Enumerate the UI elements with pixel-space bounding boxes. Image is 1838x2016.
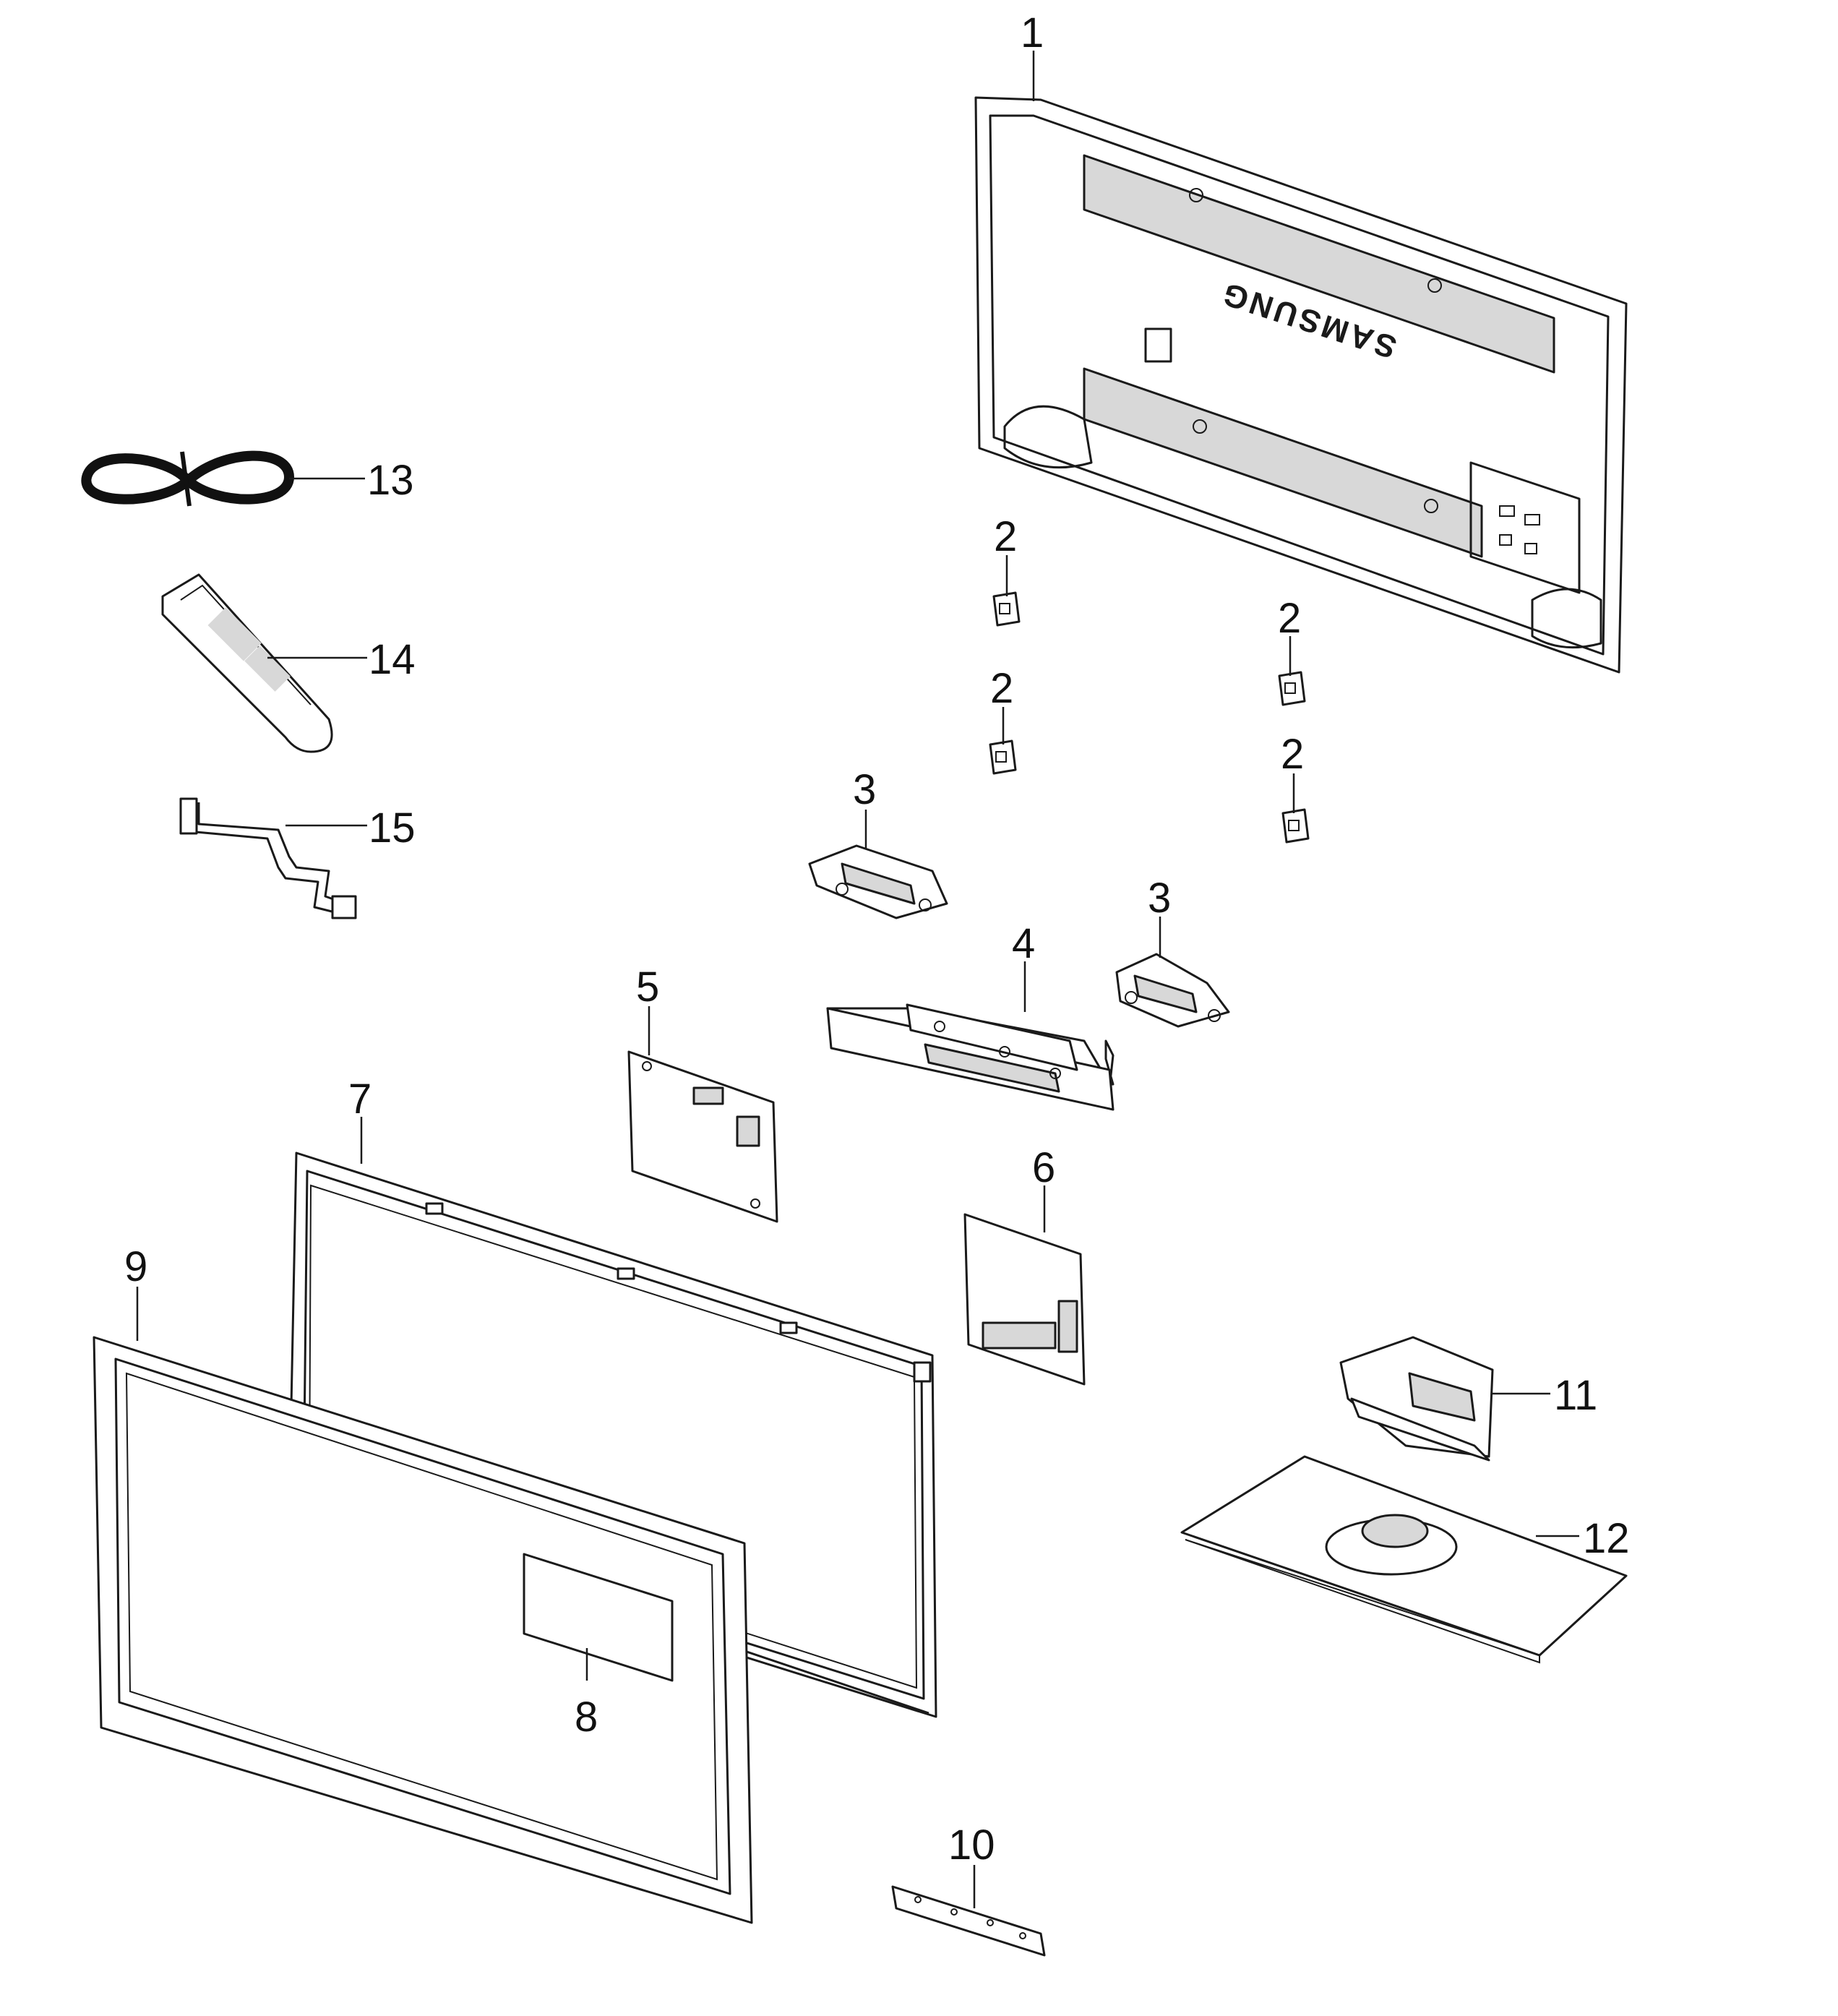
callout-2d: 2 — [1281, 731, 1304, 778]
part-3-hinge-bracket-left — [808, 844, 948, 919]
callout-15: 15 — [369, 805, 416, 852]
part-3-hinge-bracket-right — [1115, 953, 1230, 1028]
part-2-bracket-b — [989, 739, 1017, 775]
callout-1: 1 — [1021, 9, 1044, 56]
callout-10: 10 — [948, 1822, 995, 1869]
callout-14: 14 — [369, 636, 416, 683]
callout-3b: 3 — [1148, 875, 1171, 922]
callout-8: 8 — [575, 1694, 598, 1741]
part-15-flat-cable — [179, 797, 357, 919]
part-2-bracket-c — [1278, 671, 1306, 706]
callout-7: 7 — [348, 1076, 372, 1123]
part-2-bracket-a — [992, 591, 1021, 627]
part-12-stand-base — [1180, 1455, 1628, 1664]
part-10-small-bracket — [891, 1885, 1046, 1957]
callout-2b: 2 — [990, 665, 1013, 712]
callout-6: 6 — [1032, 1144, 1055, 1191]
part-13-power-cord — [81, 450, 295, 507]
callout-5: 5 — [636, 964, 659, 1011]
callout-12: 12 — [1583, 1515, 1630, 1562]
part-1-rear-cover: SAMSUNG — [974, 96, 1628, 674]
callout-11: 11 — [1554, 1372, 1597, 1419]
part-11-stand-cover — [1339, 1336, 1494, 1462]
part-2-bracket-d — [1281, 808, 1310, 844]
callout-4: 4 — [1012, 920, 1035, 967]
part-4-main-bracket — [826, 1003, 1115, 1111]
leader-lines — [136, 51, 1579, 1908]
part-6-circuit-board — [963, 1213, 1086, 1386]
part-14-remote-control — [161, 573, 333, 753]
callout-2c: 2 — [1278, 595, 1301, 642]
callout-3a: 3 — [853, 766, 876, 813]
part-5-circuit-board — [627, 1050, 778, 1223]
callout-2a: 2 — [994, 513, 1017, 560]
callout-13: 13 — [367, 457, 414, 504]
callout-9: 9 — [124, 1243, 147, 1290]
callout-labels: 1 2 2 2 2 3 3 4 5 6 7 8 9 10 11 12 13 14… — [124, 9, 1630, 1869]
part-9-front-bezel — [93, 1336, 753, 1924]
